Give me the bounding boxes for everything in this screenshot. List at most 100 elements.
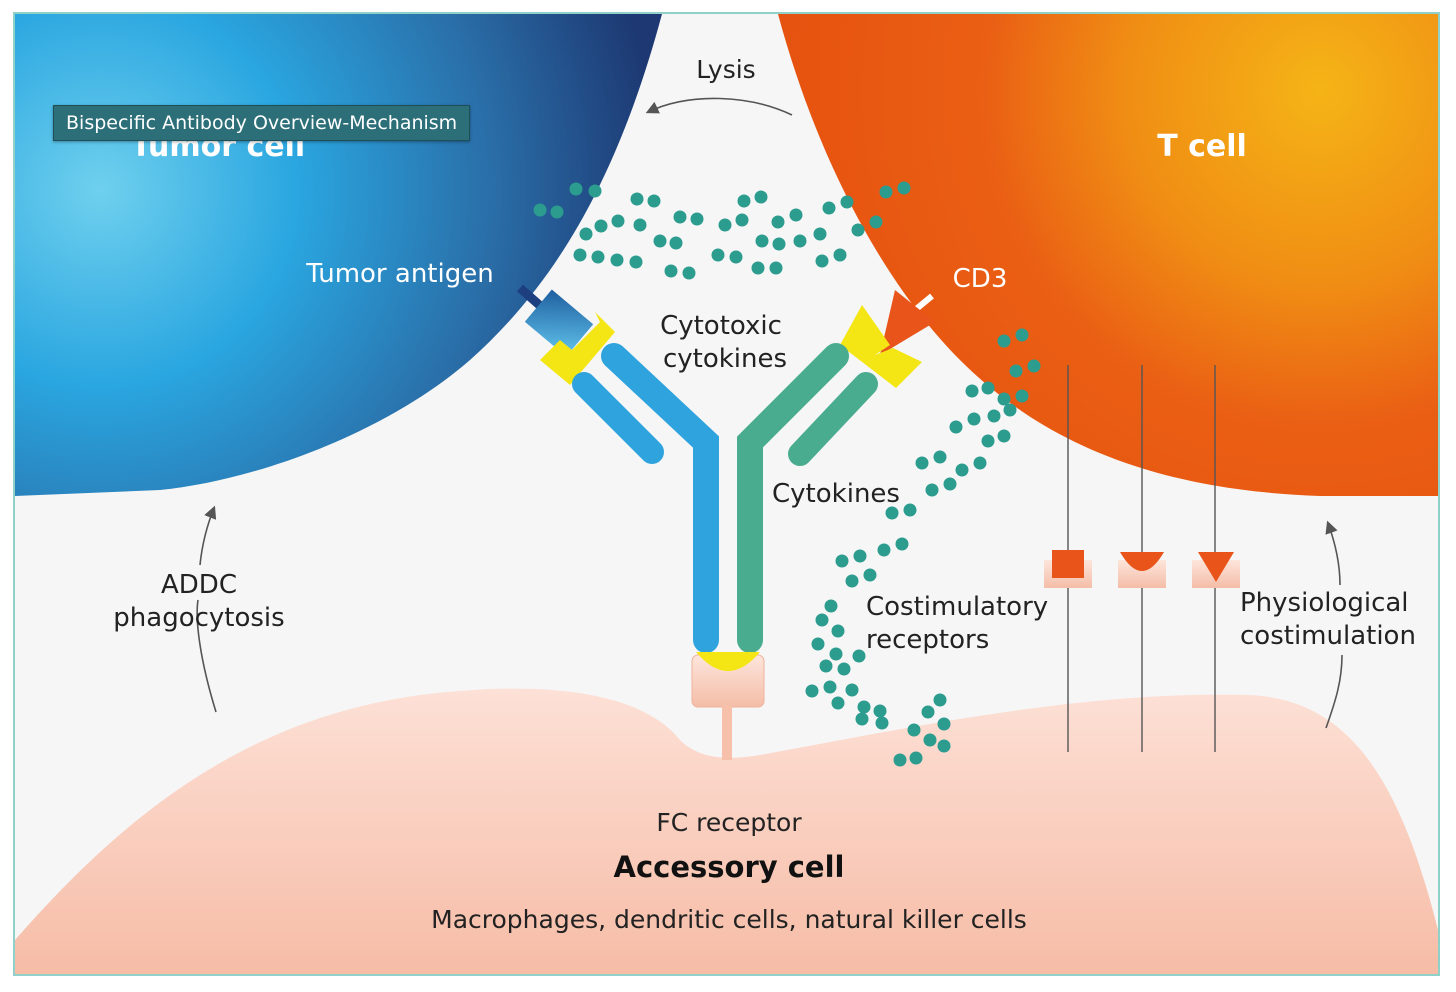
cytokine-dot bbox=[573, 248, 587, 262]
tumor-cell-shape bbox=[15, 14, 662, 496]
addc-label-line2: phagocytosis bbox=[113, 603, 284, 633]
cytokine-dot bbox=[829, 647, 843, 661]
cytokine-dot bbox=[772, 237, 786, 251]
cytokine-dot bbox=[903, 503, 917, 517]
cytokine-dot bbox=[997, 429, 1011, 443]
cytokine-dot bbox=[869, 215, 883, 229]
cytokine-dot bbox=[751, 261, 765, 275]
cytokine-dot bbox=[873, 704, 887, 718]
cytokine-dot bbox=[921, 705, 935, 719]
cytotoxic-label-line2: cytokines bbox=[663, 344, 787, 374]
fc-receptor-label: FC receptor bbox=[656, 808, 802, 837]
cytokine-dot bbox=[1015, 389, 1029, 403]
cytokine-dot bbox=[893, 753, 907, 767]
cytokine-dot bbox=[877, 543, 891, 557]
cytokine-dot bbox=[987, 409, 1001, 423]
cytokine-dot bbox=[831, 696, 845, 710]
costim-label-line2: receptors bbox=[866, 625, 989, 655]
cytokine-dot bbox=[1003, 403, 1017, 417]
cytokine-dot bbox=[755, 234, 769, 248]
cytokine-dot bbox=[819, 659, 833, 673]
cytokine-dot bbox=[533, 203, 547, 217]
physio-label-line1: Physiological bbox=[1240, 588, 1409, 618]
cytokine-dot bbox=[949, 420, 963, 434]
antibody-left-arm bbox=[572, 343, 719, 653]
cytokine-dot bbox=[737, 194, 751, 208]
cytokine-dot bbox=[955, 463, 969, 477]
cytokine-dot bbox=[822, 201, 836, 215]
cytokine-dot bbox=[591, 250, 605, 264]
cytokine-dot bbox=[611, 214, 625, 228]
cytokine-dot bbox=[885, 506, 899, 520]
cytokine-dot bbox=[967, 412, 981, 426]
cytokine-dot bbox=[769, 261, 783, 275]
cytokine-dot bbox=[633, 218, 647, 232]
cytokine-dot bbox=[937, 717, 951, 731]
cytokine-dot bbox=[965, 384, 979, 398]
cytokine-dot bbox=[629, 255, 643, 269]
cytokine-dot bbox=[1027, 359, 1041, 373]
cytokine-dot bbox=[863, 568, 877, 582]
cd3-receptor bbox=[880, 290, 935, 355]
cytokine-dot bbox=[813, 227, 827, 241]
cytokine-dot bbox=[569, 182, 583, 196]
t-cell-label: T cell bbox=[1157, 129, 1247, 164]
cytokine-dot bbox=[933, 450, 947, 464]
cytokine-dot bbox=[840, 195, 854, 209]
cytokine-dot bbox=[669, 236, 683, 250]
image-title-tooltip: Bispecific Antibody Overview-Mechanism bbox=[53, 105, 471, 141]
cytokine-dot bbox=[915, 456, 929, 470]
cytokine-dot bbox=[682, 266, 696, 280]
costim-label-line1: Costimulatory bbox=[866, 592, 1048, 622]
cytokine-dot bbox=[875, 716, 889, 730]
cytokine-dot bbox=[1009, 364, 1023, 378]
accessory-cell-shape bbox=[15, 688, 1438, 974]
cytokine-dot bbox=[673, 210, 687, 224]
cytokine-dot bbox=[588, 184, 602, 198]
cytokine-dot bbox=[933, 693, 947, 707]
antibody-left-binding-site bbox=[540, 312, 615, 385]
cytokine-dot bbox=[923, 733, 937, 747]
cytokine-dot bbox=[823, 680, 837, 694]
physio-label-line2: costimulation bbox=[1240, 621, 1416, 651]
cytokine-dot bbox=[754, 190, 768, 204]
cytokine-dot bbox=[853, 549, 867, 563]
lysis-label: Lysis bbox=[696, 55, 755, 84]
tumor-antigen-label: Tumor antigen bbox=[305, 259, 493, 289]
cytokine-dot bbox=[711, 248, 725, 262]
cytokine-dot bbox=[664, 264, 678, 278]
cytokine-dot bbox=[579, 227, 593, 241]
cytokine-dot bbox=[981, 434, 995, 448]
cytokine-dot bbox=[937, 739, 951, 753]
cytokine-dot bbox=[895, 537, 909, 551]
fc-receptor bbox=[691, 652, 765, 760]
addc-arrow bbox=[196, 508, 216, 713]
cytokine-dot bbox=[831, 624, 845, 638]
cytokine-dot bbox=[943, 477, 957, 491]
cytokine-dot bbox=[909, 751, 923, 765]
cytokine-dot bbox=[897, 181, 911, 195]
cytokine-dot bbox=[852, 649, 866, 663]
cytokine-dot bbox=[833, 248, 847, 262]
cytokine-dot bbox=[771, 215, 785, 229]
cytokine-dot bbox=[851, 223, 865, 237]
cytokine-dot bbox=[855, 712, 869, 726]
cytokine-dot bbox=[997, 334, 1011, 348]
cytokine-dot bbox=[824, 599, 838, 613]
cytokine-dot bbox=[879, 185, 893, 199]
cytokine-dot bbox=[835, 554, 849, 568]
cytokine-dot bbox=[550, 205, 564, 219]
addc-label-line1: ADDC bbox=[161, 570, 237, 600]
cytokine-dot bbox=[907, 723, 921, 737]
t-cell-shape bbox=[778, 14, 1438, 496]
cytokine-dot bbox=[690, 212, 704, 226]
costimulatory-receptors bbox=[1044, 550, 1240, 588]
cytokine-dot bbox=[925, 483, 939, 497]
accessory-cell-label: Accessory cell bbox=[614, 850, 845, 884]
cytokine-dot bbox=[1015, 328, 1029, 342]
cytokine-dot bbox=[811, 637, 825, 651]
cytokines-label: Cytokines bbox=[772, 479, 900, 509]
tumor-antigen bbox=[517, 284, 594, 357]
antibody-right-arm bbox=[737, 343, 878, 653]
